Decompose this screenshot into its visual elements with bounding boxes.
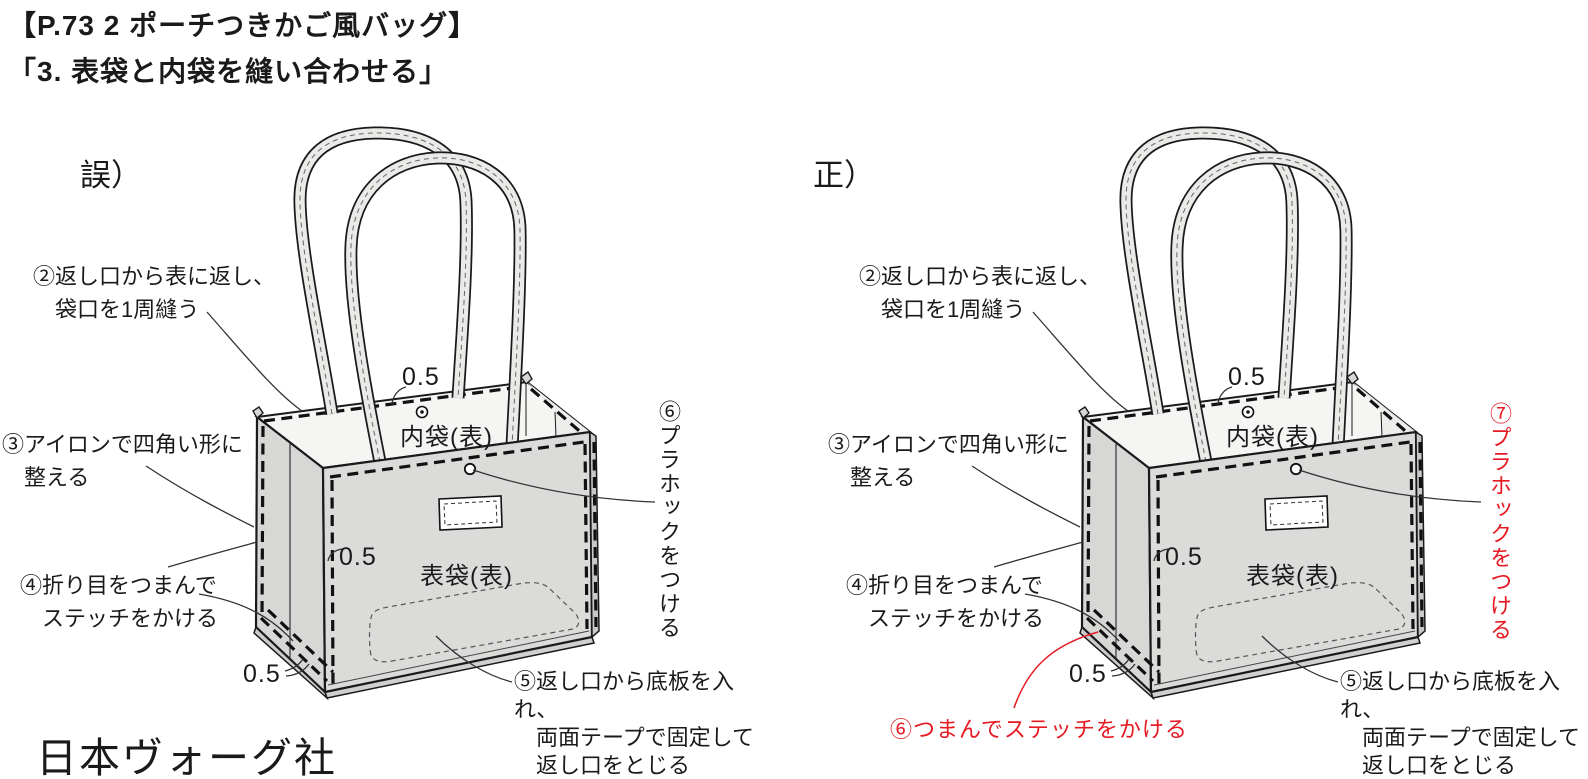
- seam-allowance-bottom: 0.5: [243, 660, 281, 688]
- inner-bag-label: 内袋(表): [400, 424, 493, 451]
- diagram-correct: ②返し口から表に返し、 袋口を1周縫う ③アイロンで四角い形に 整える ④折り目…: [826, 0, 1588, 779]
- label-step6-pinch-red: ⑥つまんでステッチをかける: [890, 717, 1188, 742]
- label-step4: ④折り目をつまんで ステッチをかける: [20, 573, 219, 631]
- seam-allowance-bottom: 0.5: [1069, 660, 1107, 688]
- red-correction-leader: [1013, 631, 1099, 709]
- page-subtitle: 「3. 表袋と内袋を縫い合わせる」: [8, 56, 449, 87]
- outer-bag-label: 表袋(表): [420, 563, 513, 590]
- outer-bag-label: 表袋(表): [1246, 563, 1339, 590]
- publisher-credit: 日本ヴォーグ社: [36, 735, 337, 779]
- label-step3: ③アイロンで四角い形に 整える: [828, 432, 1069, 490]
- label-step5: ⑤返し口から底板を入れ、 両面テープで固定して 返し口をとじる: [514, 669, 755, 778]
- label-step6-snap: ⑥プラホックをつける: [656, 400, 681, 640]
- label-step4: ④折り目をつまんで ステッチをかける: [846, 573, 1045, 631]
- label-step5: ⑤返し口から底板を入れ、 両面テープで固定して 返し口をとじる: [1340, 669, 1581, 778]
- diagram-wrong: ②返し口から表に返し、 袋口を1周縫う ③アイロンで四角い形に 整える ④折り目…: [0, 0, 762, 779]
- label-step2: ②返し口から表に返し、 袋口を1周縫う: [33, 264, 276, 322]
- seam-allowance-top: 0.5: [1228, 363, 1266, 391]
- page-title: 【P.73 2 ポーチつきかご風バッグ】: [8, 10, 478, 41]
- heading-wrong: 誤）: [80, 158, 142, 193]
- seam-allowance-top: 0.5: [402, 363, 440, 391]
- label-step2: ②返し口から表に返し、 袋口を1周縫う: [859, 264, 1102, 322]
- label-step3: ③アイロンで四角い形に 整える: [2, 432, 243, 490]
- label-step7-snap-red: ⑦プラホックをつける: [1487, 402, 1512, 642]
- seam-allowance-side: 0.5: [1165, 543, 1203, 571]
- seam-allowance-side: 0.5: [339, 543, 377, 571]
- heading-correct: 正）: [813, 158, 875, 193]
- inner-bag-label: 内袋(表): [1226, 424, 1319, 451]
